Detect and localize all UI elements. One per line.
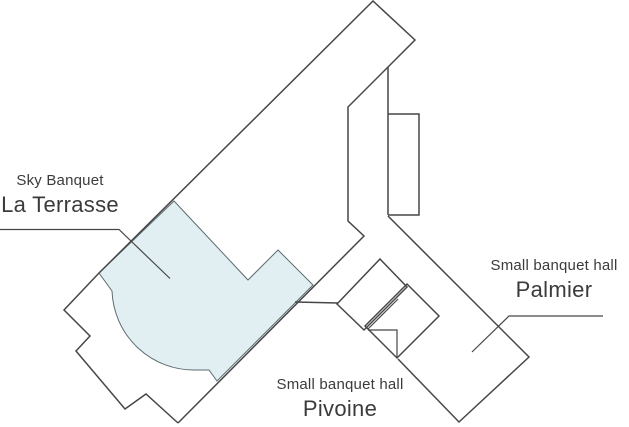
annex-room-rect bbox=[388, 113, 420, 216]
pivoine-category: Small banquet hall bbox=[276, 376, 404, 393]
terrasse-leader-line bbox=[0, 228, 171, 279]
main-wing-outline bbox=[98, 0, 417, 424]
terrasse-category: Sky Banquet bbox=[16, 172, 104, 189]
terrasse-name: La Terrasse bbox=[1, 192, 119, 217]
palmier-category: Small banquet hall bbox=[490, 257, 618, 274]
building-walls bbox=[62, 0, 531, 424]
palmier-wing-outline bbox=[387, 215, 531, 424]
palmier-name: Palmier bbox=[515, 277, 593, 302]
palmier-leader-line bbox=[471, 315, 603, 353]
left-block-zigzag-outline bbox=[62, 272, 179, 424]
leader-lines bbox=[0, 228, 603, 353]
stair-treads bbox=[367, 298, 399, 358]
stair-block-2 bbox=[363, 282, 441, 360]
stair-block-1 bbox=[335, 257, 409, 332]
palmier-label: Small banquet hall Palmier bbox=[479, 257, 629, 303]
pivoine-name: Pivoine bbox=[302, 396, 378, 421]
terrasse-label: Sky Banquet La Terrasse bbox=[0, 172, 120, 218]
pivoine-label: Small banquet hall Pivoine bbox=[264, 376, 416, 422]
terrasse-highlight-area[interactable] bbox=[98, 200, 314, 382]
corridor-wall bbox=[294, 301, 339, 304]
